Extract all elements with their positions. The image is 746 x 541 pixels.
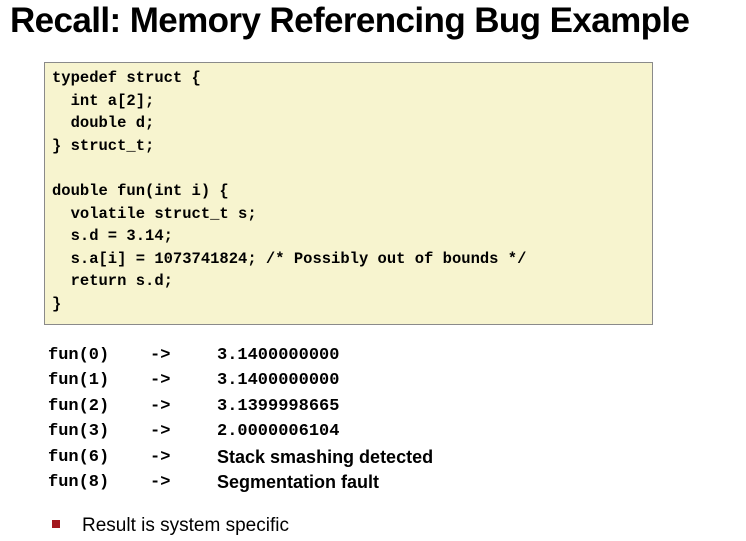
result-arrow: -> <box>150 422 171 442</box>
result-arrow: -> <box>150 346 171 365</box>
code-line: return s.d; <box>52 272 173 291</box>
result-value: Stack smashing detected <box>217 446 434 467</box>
result-row: fun(0) -> 3.1400000000 <box>48 343 698 368</box>
result-row: fun(3) -> 2.0000006104 <box>48 419 698 444</box>
result-call: fun(1) <box>48 371 110 391</box>
code-line: s.d = 3.14; <box>52 227 173 246</box>
result-arrow: -> <box>150 396 171 416</box>
code-line: s.a[i] = 1073741824; /* Possibly out of … <box>52 249 527 268</box>
result-call: fun(8) <box>48 472 110 492</box>
code-line: typedef struct { <box>52 69 201 87</box>
code-line: double fun(int i) { <box>52 181 229 200</box>
result-call: fun(3) <box>48 422 110 442</box>
result-value: 2.0000006104 <box>217 422 340 442</box>
result-arrow: -> <box>150 472 171 492</box>
results-list: fun(0) -> 3.1400000000 fun(1) -> 3.14000… <box>48 343 698 495</box>
bullet-text: Result is system specific <box>82 515 289 536</box>
code-line-blank <box>52 157 652 180</box>
result-row: fun(1) -> 3.1400000000 <box>48 368 698 393</box>
result-row: fun(8) -> Segmentation fault <box>48 470 698 495</box>
result-row: fun(6) -> Stack smashing detected <box>48 445 698 470</box>
result-value: Segmentation fault <box>217 471 380 492</box>
code-line: } <box>52 294 62 313</box>
result-row: fun(2) -> 3.1399998665 <box>48 394 698 419</box>
result-arrow: -> <box>150 447 171 467</box>
code-line: int a[2]; <box>52 91 155 110</box>
result-call: fun(6) <box>48 447 110 467</box>
code-block: typedef struct { int a[2]; double d; } s… <box>44 62 653 325</box>
slide-title: Recall: Memory Referencing Bug Example <box>10 1 690 40</box>
result-call: fun(0) <box>48 346 110 365</box>
square-bullet-icon <box>52 520 60 528</box>
code-line: } struct_t; <box>52 136 155 155</box>
result-call: fun(2) <box>48 396 110 416</box>
result-value: 3.1399998665 <box>217 396 340 416</box>
result-value: 3.1400000000 <box>217 346 340 365</box>
result-arrow: -> <box>150 371 171 391</box>
code-line: double d; <box>52 114 155 133</box>
result-value: 3.1400000000 <box>217 371 340 391</box>
code-line: volatile struct_t s; <box>52 204 257 223</box>
